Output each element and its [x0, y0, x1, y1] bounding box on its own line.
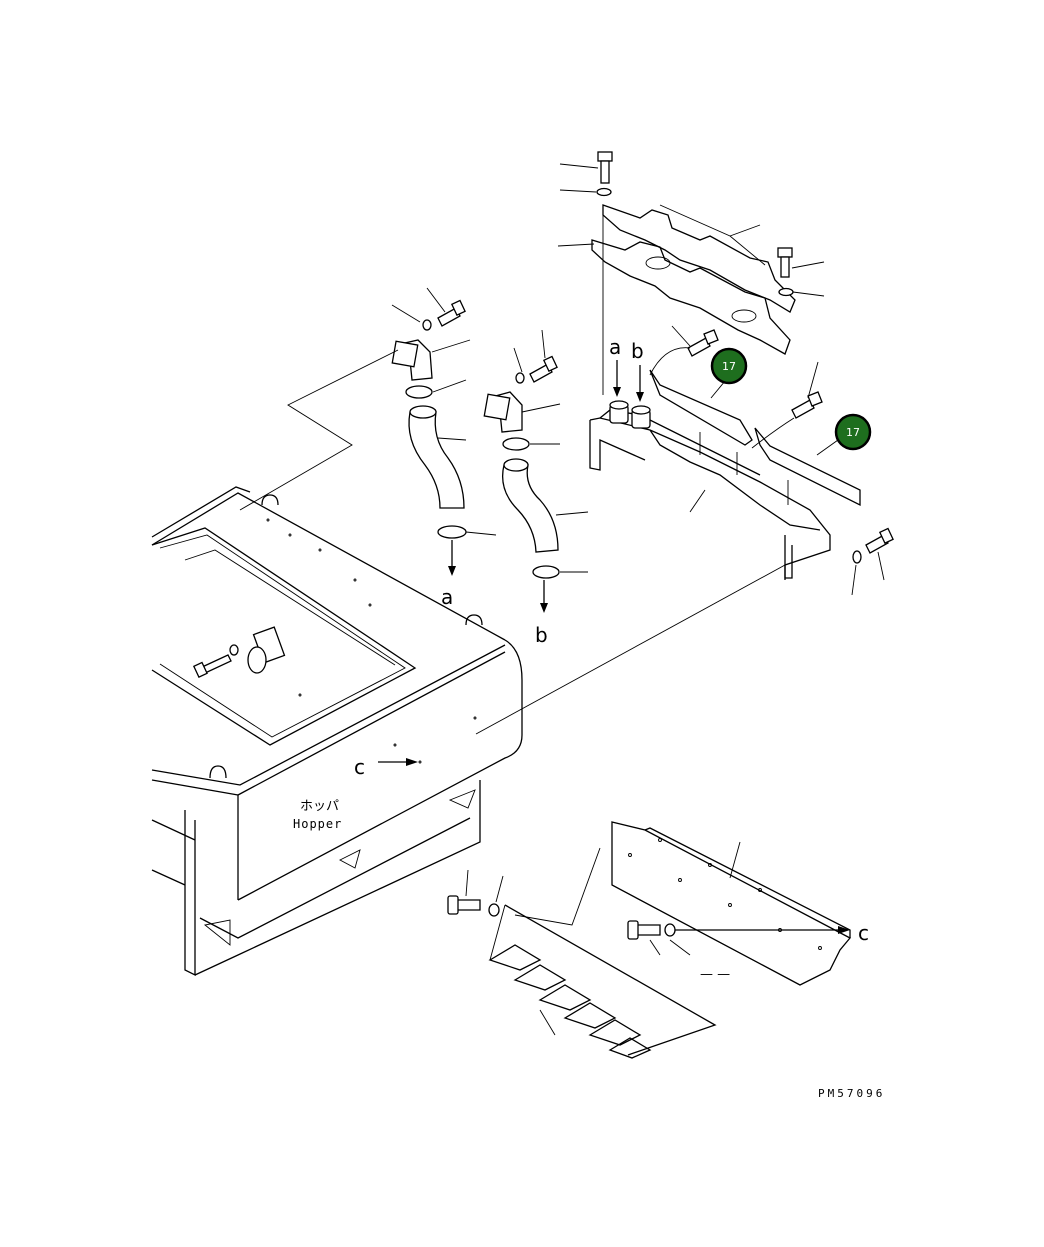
label-b-lower: b [535, 623, 548, 647]
hopper-en-label: Hopper [293, 817, 342, 831]
guard-assembly [447, 821, 852, 1059]
hose-assembly-b [483, 329, 589, 613]
hose-assembly-a [239, 287, 497, 576]
label-c-guard: c [858, 921, 869, 945]
label-a-lower: a [441, 585, 453, 609]
dash-mark: — — [700, 967, 730, 982]
label-b-upper: b [631, 339, 644, 363]
label-c-hopper: c [354, 755, 365, 779]
label-a-upper: a [609, 335, 621, 359]
callout-number: 17 [722, 360, 736, 373]
manifold-assembly [475, 151, 894, 735]
callout-badge: 17 [710, 347, 748, 385]
hopper-body [151, 486, 523, 977]
callout-number: 17 [846, 426, 860, 439]
drawing-code: PM57096 [818, 1087, 885, 1100]
hopper-jp-label: ホッパ [300, 799, 339, 814]
callout-badge: 17 [834, 413, 872, 451]
